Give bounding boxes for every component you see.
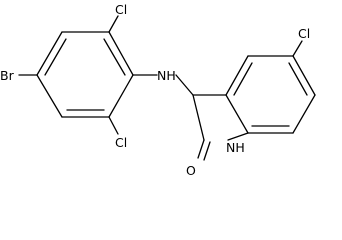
atom-cl-bottom: Cl — [115, 135, 127, 150]
bond-cl-top — [108, 15, 119, 33]
bond — [36, 74, 63, 118]
atom-br: Br — [0, 68, 15, 83]
atom-o-carbonyl: O — [186, 163, 196, 178]
bond — [225, 55, 249, 96]
benzo-ring — [225, 55, 316, 134]
bond — [292, 94, 316, 134]
structure-canvas: Br Cl Cl NH Cl NH O — [0, 2, 316, 178]
double-bond — [288, 62, 308, 96]
atom-cl-indole: Cl — [298, 26, 310, 41]
atom-cl-top: Cl — [115, 2, 127, 17]
bond-cl-bottom — [108, 116, 119, 135]
bond — [227, 132, 249, 141]
lactam-ring — [192, 94, 249, 141]
molecule-structure: Br Cl Cl NH Cl NH O — [0, 2, 316, 178]
bond — [192, 94, 205, 141]
bond — [36, 31, 63, 76]
double-bond — [103, 38, 126, 76]
bond — [225, 94, 249, 134]
atom-nh-ring: NH — [226, 140, 245, 155]
double-bond — [233, 62, 253, 96]
bond-cl-indole — [292, 40, 303, 57]
bond — [108, 31, 134, 76]
bond — [108, 74, 134, 118]
bond-nh-c3 — [175, 74, 194, 96]
double-bond — [44, 38, 67, 76]
carbonyl-bond — [197, 139, 205, 159]
carbonyl-bond — [203, 141, 211, 161]
aryl-ring — [36, 31, 134, 118]
bond — [292, 55, 316, 96]
atom-nh-amine: NH — [157, 68, 176, 83]
